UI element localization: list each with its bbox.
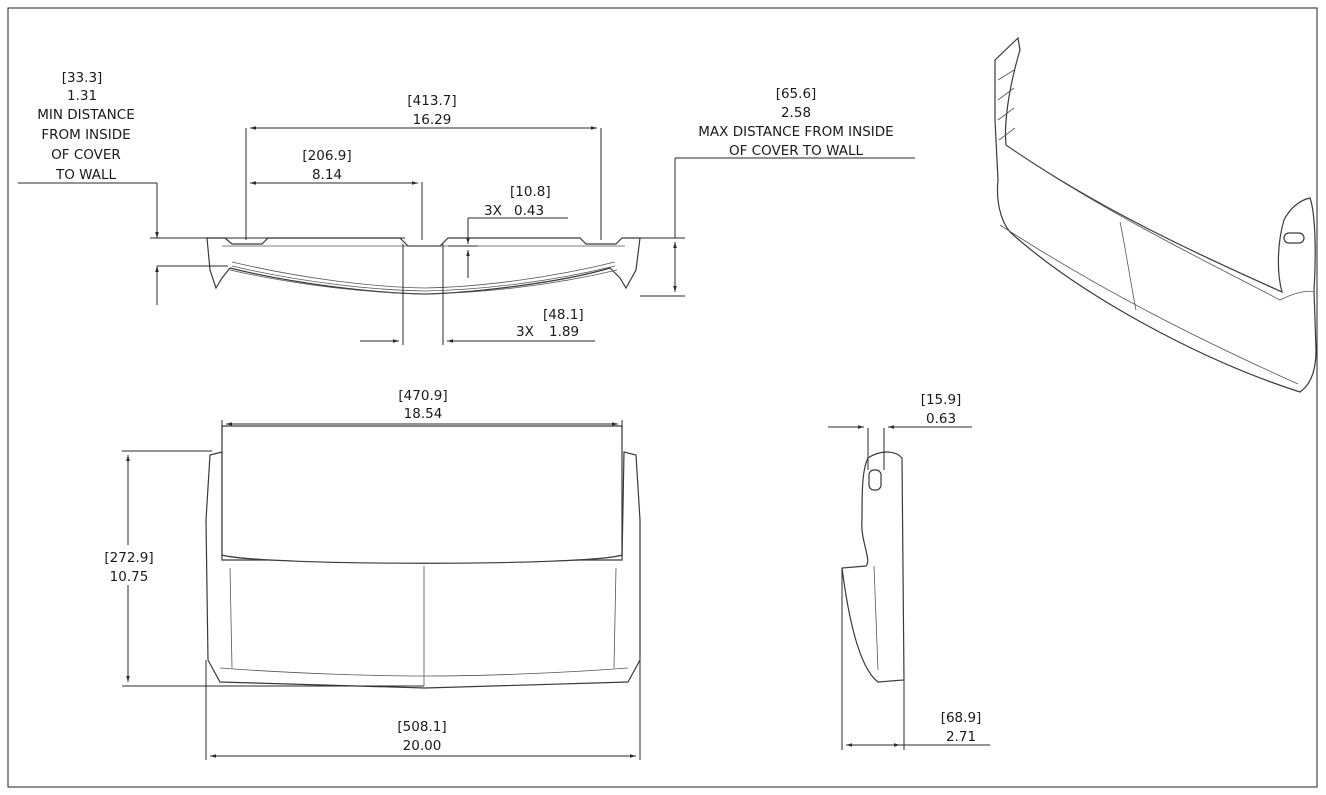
front-view-cover (221, 425, 623, 564)
iso-outline (994, 36, 1317, 393)
min-distance-desc-4: TO WALL (55, 167, 117, 183)
max-distance-desc-2: OF COVER TO WALL (729, 143, 863, 159)
isometric-view (994, 36, 1317, 393)
side-top-thickness-in: 0.63 (926, 411, 956, 427)
max-distance-desc-1: MAX DISTANCE FROM INSIDE (698, 124, 893, 140)
slot-depth-mm: [10.8] (510, 184, 551, 200)
top-view: [33.3] 1.31 MIN DISTANCE FROM INSIDE OF … (18, 70, 915, 345)
front-overall-width-in: 20.00 (403, 738, 442, 754)
drawing-border (7, 7, 1318, 788)
half-width-mm: [206.9] (302, 148, 351, 164)
front-top-width-in: 18.54 (404, 406, 443, 422)
front-view-side-seam-right (613, 567, 617, 669)
side-view-outline (841, 451, 905, 683)
iso-lower-edge (999, 224, 1299, 385)
front-overall-width-mm: [508.1] (397, 719, 446, 735)
front-height-mm: [272.9] (104, 550, 153, 566)
max-distance-mm: [65.6] (776, 86, 817, 102)
front-height-in: 10.75 (110, 569, 149, 585)
iso-slot (1283, 232, 1305, 244)
side-view-inner-line (873, 565, 879, 671)
min-distance-desc-3: OF COVER (51, 147, 121, 163)
top-view-rib-2 (231, 265, 616, 292)
iso-middle-seam (1119, 221, 1137, 311)
overall-top-in: 16.29 (413, 112, 452, 128)
max-distance-in: 2.58 (781, 105, 811, 121)
min-distance-in: 1.31 (67, 88, 97, 104)
top-view-outline (206, 237, 641, 295)
slot-width-mm: [48.1] (543, 307, 584, 323)
side-view-slot (868, 469, 882, 491)
front-top-width-mm: [470.9] (398, 388, 447, 404)
iso-right-fold (1279, 290, 1315, 301)
min-distance-desc-1: MIN DISTANCE (37, 107, 134, 123)
front-view: [470.9] 18.54 [272.9] 10.75 [508.1] 20.0… (96, 388, 641, 760)
side-depth-mm: [68.9] (941, 710, 982, 726)
top-view-rib-3 (229, 269, 618, 295)
iso-top-edge (1005, 144, 1281, 301)
front-view-bottom-lip (219, 667, 629, 677)
min-distance-desc-2: FROM INSIDE (41, 127, 130, 143)
top-view-rib-1 (231, 261, 616, 289)
side-view: [15.9] 0.63 [68.9] 2.71 (828, 392, 990, 750)
slot-width-in: 1.89 (549, 324, 579, 340)
overall-top-mm: [413.7] (407, 93, 456, 109)
slot-depth-in: 0.43 (514, 203, 544, 219)
side-depth-in: 2.71 (946, 729, 976, 745)
slot-depth-qty: 3X (484, 203, 502, 219)
half-width-in: 8.14 (312, 167, 342, 183)
min-distance-mm: [33.3] (62, 70, 103, 86)
iso-ribs (997, 69, 1016, 141)
front-view-side-seam-left (229, 567, 233, 669)
slot-width-qty: 3X (516, 324, 534, 340)
side-top-thickness-mm: [15.9] (921, 392, 962, 408)
